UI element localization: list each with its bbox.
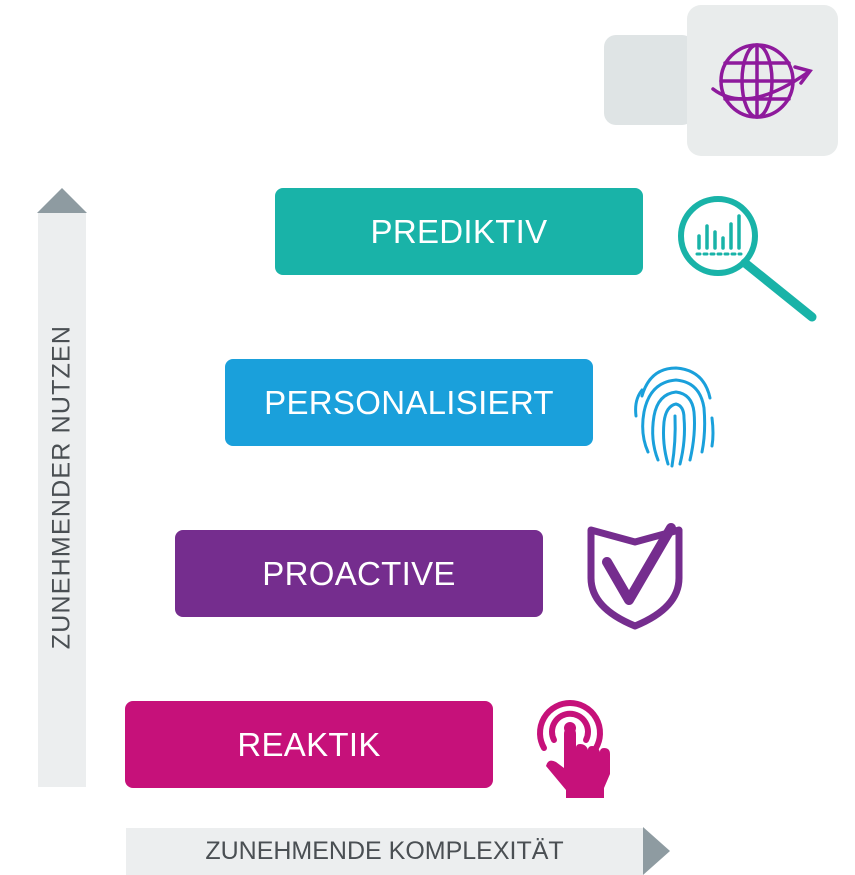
y-axis-bar xyxy=(38,213,86,787)
y-axis-arrowhead xyxy=(37,188,87,213)
magnifier-chart-icon xyxy=(672,190,818,322)
level-predictive: PREDIKTIV xyxy=(275,188,643,275)
x-axis-label: ZUNEHMENDE KOMPLEXITÄT xyxy=(205,837,564,865)
y-axis-label: ZUNEHMENDER NUTZEN xyxy=(47,324,76,650)
x-axis-bar xyxy=(126,828,643,875)
shield-check-icon xyxy=(583,520,687,630)
touch-hand-icon xyxy=(530,690,620,802)
level-reactive: REAKTIK xyxy=(125,701,493,788)
globe-icon xyxy=(707,33,815,133)
x-axis-arrowhead xyxy=(643,827,670,875)
level-proactive: PROACTIVE xyxy=(175,530,543,617)
fingerprint-icon xyxy=(628,360,720,470)
level-personalized: PERSONALISIERT xyxy=(225,359,593,446)
decorative-tile-back xyxy=(604,35,694,125)
